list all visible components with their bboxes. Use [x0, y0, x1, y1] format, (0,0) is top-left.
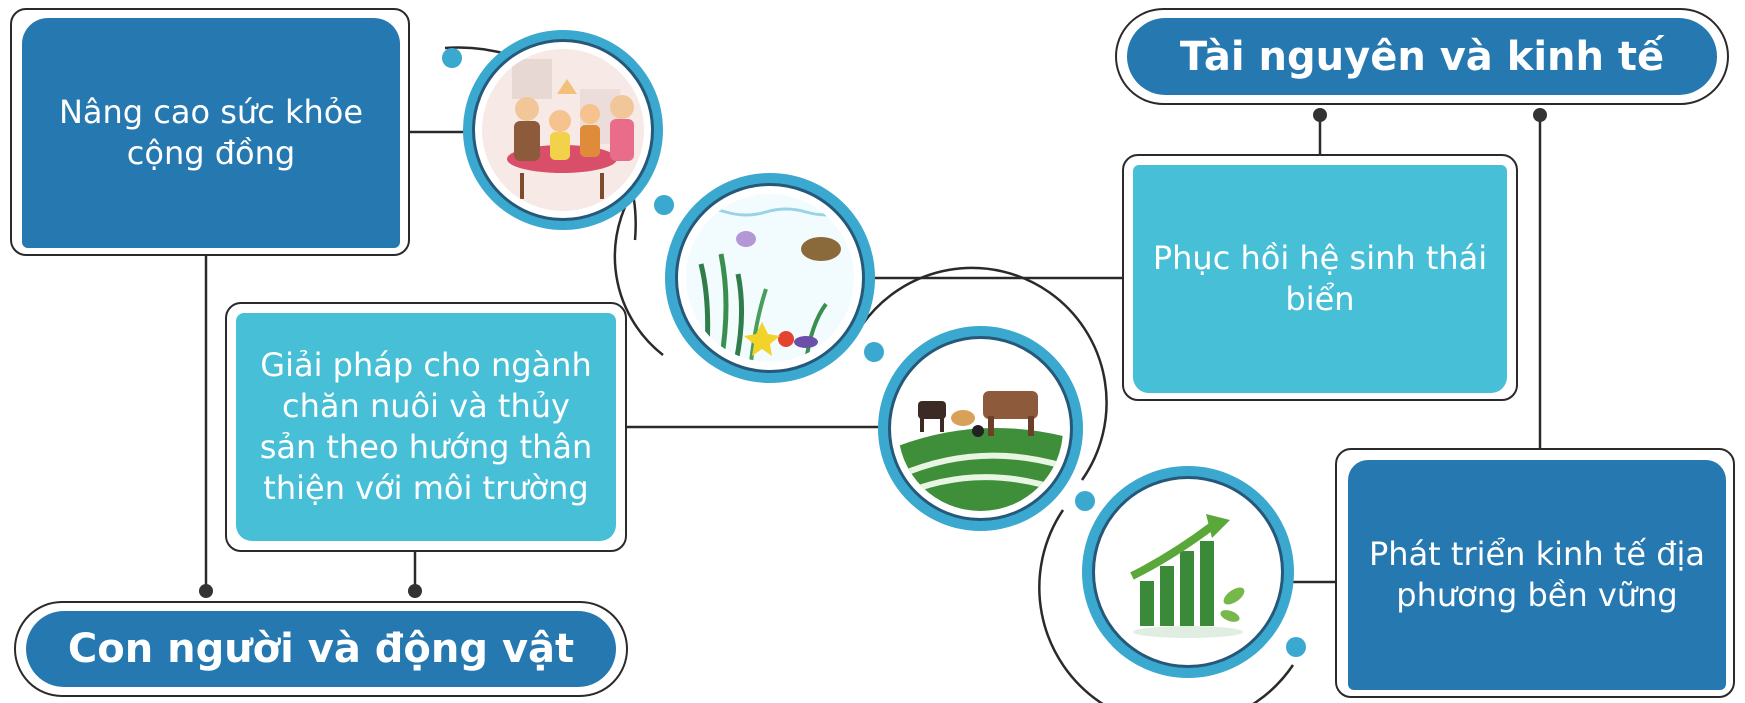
dot-arc-1 [442, 48, 462, 68]
health-line-2: cộng đồng [126, 134, 296, 172]
resources-economy-heading: Tài nguyên và kinh tế [1127, 18, 1717, 95]
dot-marine [1313, 108, 1327, 122]
dot-arc-2 [654, 195, 674, 215]
marine-card: Phục hồi hệ sinh thái biển [1133, 165, 1507, 393]
local-economy-card: Phát triển kinh tế địa phương bền vững [1348, 460, 1726, 690]
dot-health [199, 584, 213, 598]
livestock-line-2: chăn nuôi và thủy [282, 387, 570, 425]
livestock-line-4: thiện với môi trường [263, 469, 589, 507]
arc-3 [860, 266, 1108, 481]
dot-local [1533, 108, 1547, 122]
dot-arc-5 [1286, 637, 1306, 657]
people-animals-heading: Con người và động vật [26, 611, 616, 687]
health-line-1: Nâng cao sức khỏe [58, 93, 364, 131]
marine-line-2: biển [1285, 280, 1355, 318]
arc-4 [1038, 509, 1295, 703]
local-economy-line-2: phương bền vững [1396, 576, 1678, 614]
livestock-farm-icon [898, 346, 1063, 511]
family-dining-icon [482, 49, 644, 211]
growth-chart-icon [1102, 486, 1274, 658]
dot-arc-4 [1075, 491, 1095, 511]
health-card: Nâng cao sức khỏe cộng đồng [22, 18, 400, 248]
livestock-line-1: Giải pháp cho ngành [260, 346, 592, 384]
marine-ecosystem-icon [686, 194, 854, 362]
livestock-line-3: sản theo hướng thân [259, 428, 593, 466]
dot-livestock [408, 584, 422, 598]
livestock-card: Giải pháp cho ngành chăn nuôi và thủy sả… [236, 313, 616, 541]
dot-arc-3 [864, 342, 884, 362]
local-economy-line-1: Phát triển kinh tế địa [1368, 535, 1705, 573]
marine-line-1: Phục hồi hệ sinh thái [1152, 239, 1488, 277]
